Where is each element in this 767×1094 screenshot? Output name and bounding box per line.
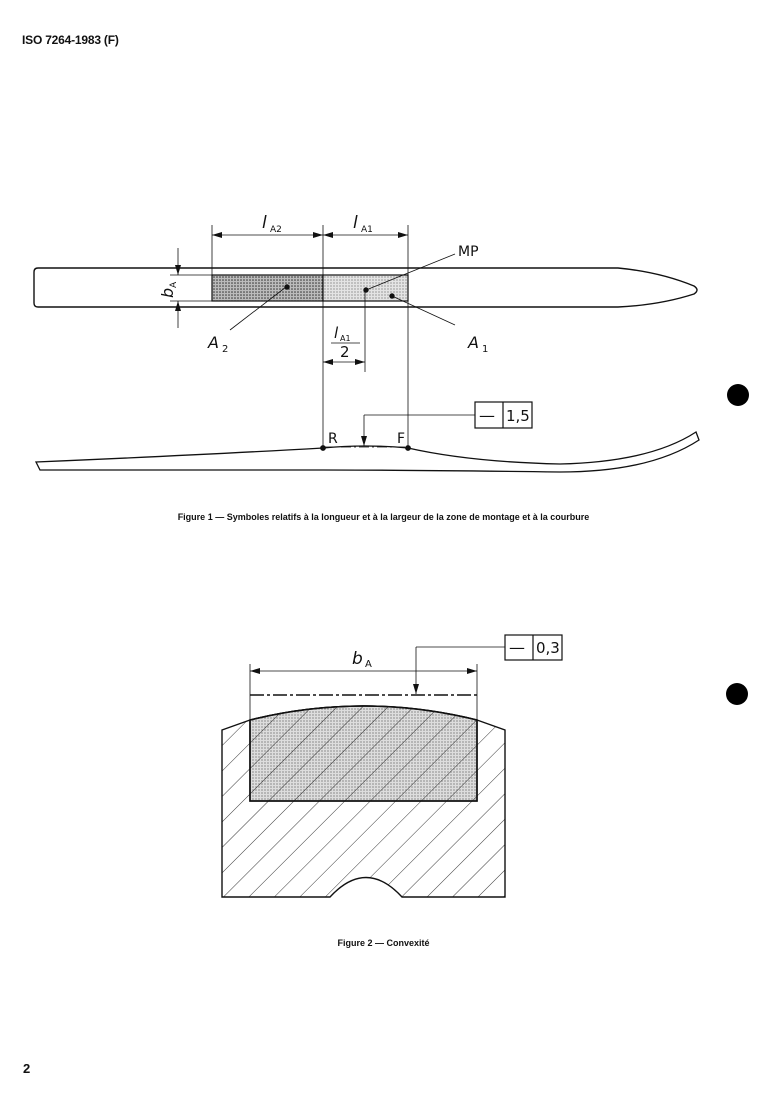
svg-text:MP: MP — [458, 244, 479, 260]
figure-2-caption: Figure 2 — Convexité — [337, 938, 430, 948]
svg-text:l: l — [262, 213, 267, 233]
tolerance-value: 1,5 — [506, 407, 530, 425]
svg-text:A2: A2 — [270, 225, 282, 235]
ski-side-view — [34, 431, 700, 473]
svg-text:A1: A1 — [361, 225, 373, 235]
area-a2 — [211, 274, 324, 302]
svg-text:l: l — [334, 324, 339, 342]
svg-text:l: l — [353, 213, 358, 233]
svg-text:F: F — [397, 431, 405, 447]
flatness-symbol: — — [509, 638, 525, 657]
flatness-symbol: — — [479, 406, 495, 425]
svg-text:A1: A1 — [340, 334, 351, 343]
svg-text:b: b — [158, 288, 177, 298]
figure-2-labels: b A — 0,3 — [352, 638, 560, 670]
ski-top-view — [33, 267, 698, 308]
svg-text:2: 2 — [340, 343, 350, 361]
svg-text:A: A — [207, 333, 219, 352]
svg-text:A: A — [467, 333, 479, 352]
svg-text:1: 1 — [482, 344, 488, 355]
figure-1-caption: Figure 1 — Symboles relatifs à la longue… — [177, 512, 590, 522]
margin-marker-dot — [726, 683, 748, 705]
figure-2 — [221, 634, 563, 898]
figure-1-labels: l A2 l A1 b A MP A 2 A 1 l A1 2 R F — 1,… — [158, 213, 530, 447]
svg-text:A: A — [169, 281, 179, 288]
margin-marker-dot — [727, 384, 749, 406]
svg-text:2: 2 — [222, 344, 228, 355]
svg-text:b: b — [352, 649, 363, 669]
figure-1 — [33, 225, 700, 473]
svg-text:R: R — [328, 431, 338, 447]
tolerance-value: 0,3 — [536, 639, 560, 657]
document-header: ISO 7264-1983 (F) — [22, 33, 119, 47]
page-number: 2 — [23, 1061, 31, 1076]
svg-text:A: A — [365, 659, 372, 670]
